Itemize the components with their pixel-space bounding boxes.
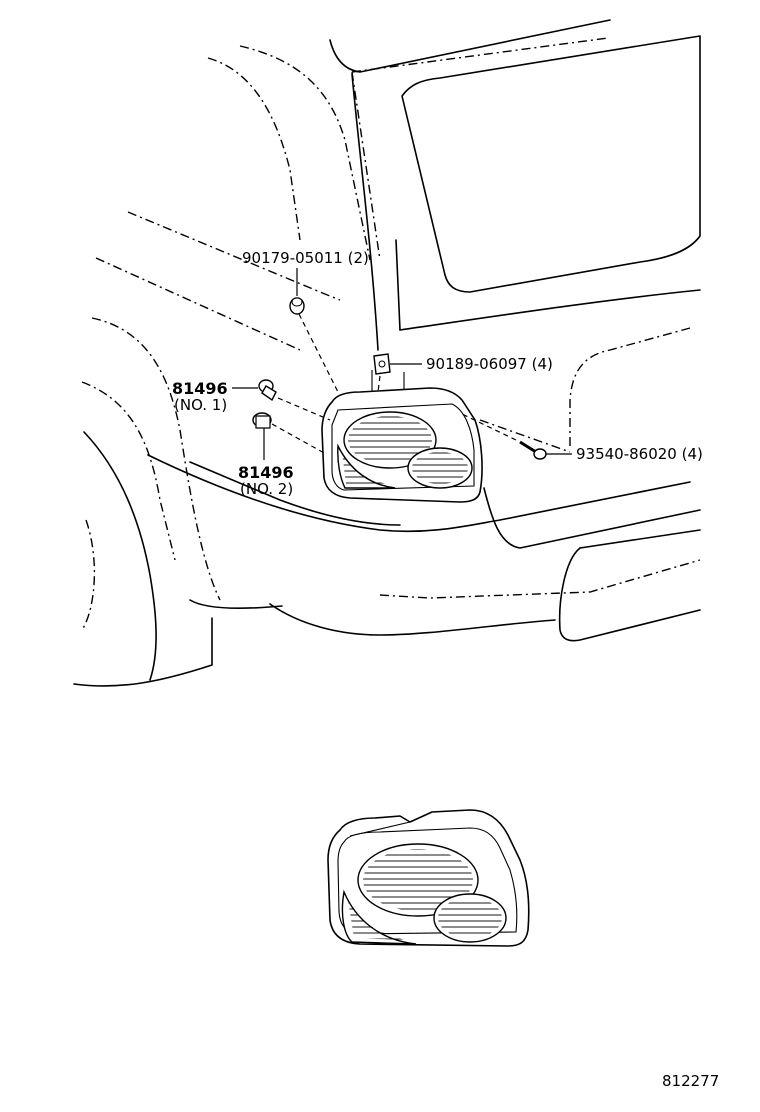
callout-bolt-upper: 90179-05011 (2) <box>242 249 369 267</box>
callout-socket-no2-code: 81496 <box>238 463 294 482</box>
nut-clip <box>373 353 391 375</box>
callout-socket-no1-code: 81496 <box>172 379 228 398</box>
leader-lines <box>232 268 572 460</box>
screw <box>519 440 547 460</box>
tail-lamp-detached <box>327 809 530 947</box>
callout-socket-no1-sub: (NO. 1) <box>174 396 227 414</box>
callout-nut-clip: 90189-06097 (4) <box>426 355 553 373</box>
bolt-upper <box>289 297 305 315</box>
socket-no1 <box>258 379 277 402</box>
callout-socket-no2-sub: (NO. 2) <box>240 480 293 498</box>
socket-no2 <box>252 412 272 429</box>
callout-screw: 93540-86020 (4) <box>576 445 703 463</box>
figure-number: 812277 <box>662 1072 719 1090</box>
tail-lamp-installed <box>321 370 483 503</box>
vehicle-body-outline <box>73 19 701 687</box>
